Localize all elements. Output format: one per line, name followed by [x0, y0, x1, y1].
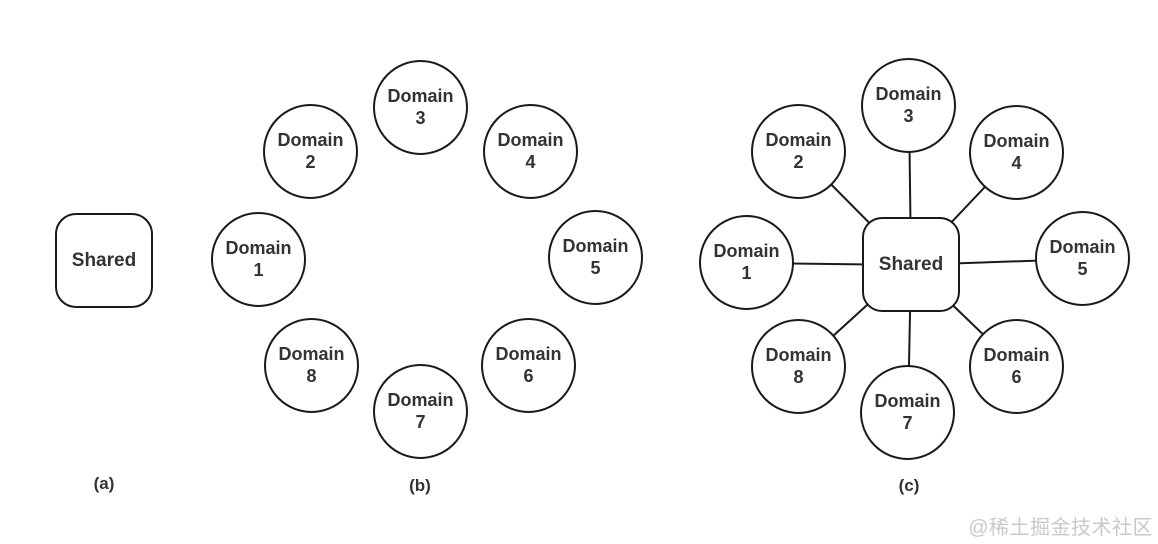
node-number: 8	[306, 365, 317, 386]
node-number: 1	[741, 262, 752, 283]
node-number: 3	[903, 105, 914, 126]
node-label: Domain	[875, 84, 942, 105]
node-number: 6	[1011, 366, 1022, 387]
node-label: Domain	[277, 130, 344, 151]
panel-c-domain-7-node: Domain 7	[860, 365, 955, 460]
panel-b-domain-4-node: Domain 4	[483, 104, 578, 199]
panel-b-domain-8-node: Domain 8	[264, 318, 359, 413]
node-number: 4	[1011, 152, 1022, 173]
node-label: Domain	[983, 131, 1050, 152]
panel-b-caption: (b)	[409, 476, 431, 495]
node-label: Domain	[497, 130, 564, 151]
node-number: 2	[305, 151, 316, 172]
node-label: Domain	[495, 344, 562, 365]
panel-c-caption: (c)	[898, 476, 920, 495]
panel-a-caption: (a)	[93, 474, 115, 493]
panel-c-domain-6-node: Domain 6	[969, 319, 1064, 414]
node-label: Domain	[562, 236, 629, 257]
panel-c-domain-3-node: Domain 3	[861, 58, 956, 153]
watermark-text: @稀土掘金技术社区	[968, 517, 1153, 539]
node-label: Domain	[278, 344, 345, 365]
node-label: Domain	[983, 345, 1050, 366]
node-label: Domain	[387, 390, 454, 411]
panel-a-shared-label: Shared	[71, 249, 137, 271]
node-number: 5	[590, 257, 601, 278]
panel-b-domain-2-node: Domain 2	[263, 104, 358, 199]
panel-c-domain-2-node: Domain 2	[751, 104, 846, 199]
panel-c-domain-1-node: Domain 1	[699, 215, 794, 310]
node-number: 2	[793, 151, 804, 172]
node-number: 4	[525, 151, 536, 172]
node-number: 8	[793, 366, 804, 387]
panel-b-domain-5-node: Domain 5	[548, 210, 643, 305]
panel-b-domain-1-node: Domain 1	[211, 212, 306, 307]
panel-c-shared-node: Shared	[862, 217, 960, 312]
node-number: 5	[1077, 258, 1088, 279]
node-number: 1	[253, 259, 264, 280]
panel-c-domain-5-node: Domain 5	[1035, 211, 1130, 306]
node-number: 3	[415, 107, 426, 128]
panel-b-domain-6-node: Domain 6	[481, 318, 576, 413]
node-label: Domain	[765, 130, 832, 151]
node-label: Domain	[713, 241, 780, 262]
panel-b-domain-7-node: Domain 7	[373, 364, 468, 459]
panel-b-domain-3-node: Domain 3	[373, 60, 468, 155]
node-label: Domain	[225, 238, 292, 259]
node-label: Domain	[874, 391, 941, 412]
node-label: Domain	[765, 345, 832, 366]
node-number: 7	[902, 412, 913, 433]
node-label: Domain	[387, 86, 454, 107]
node-number: 7	[415, 411, 426, 432]
node-number: 6	[523, 365, 534, 386]
node-label: Domain	[1049, 237, 1116, 258]
panel-a-shared-node: Shared	[55, 213, 153, 308]
panel-c-domain-4-node: Domain 4	[969, 105, 1064, 200]
panel-c-domain-8-node: Domain 8	[751, 319, 846, 414]
panel-c-shared-label: Shared	[878, 253, 944, 275]
